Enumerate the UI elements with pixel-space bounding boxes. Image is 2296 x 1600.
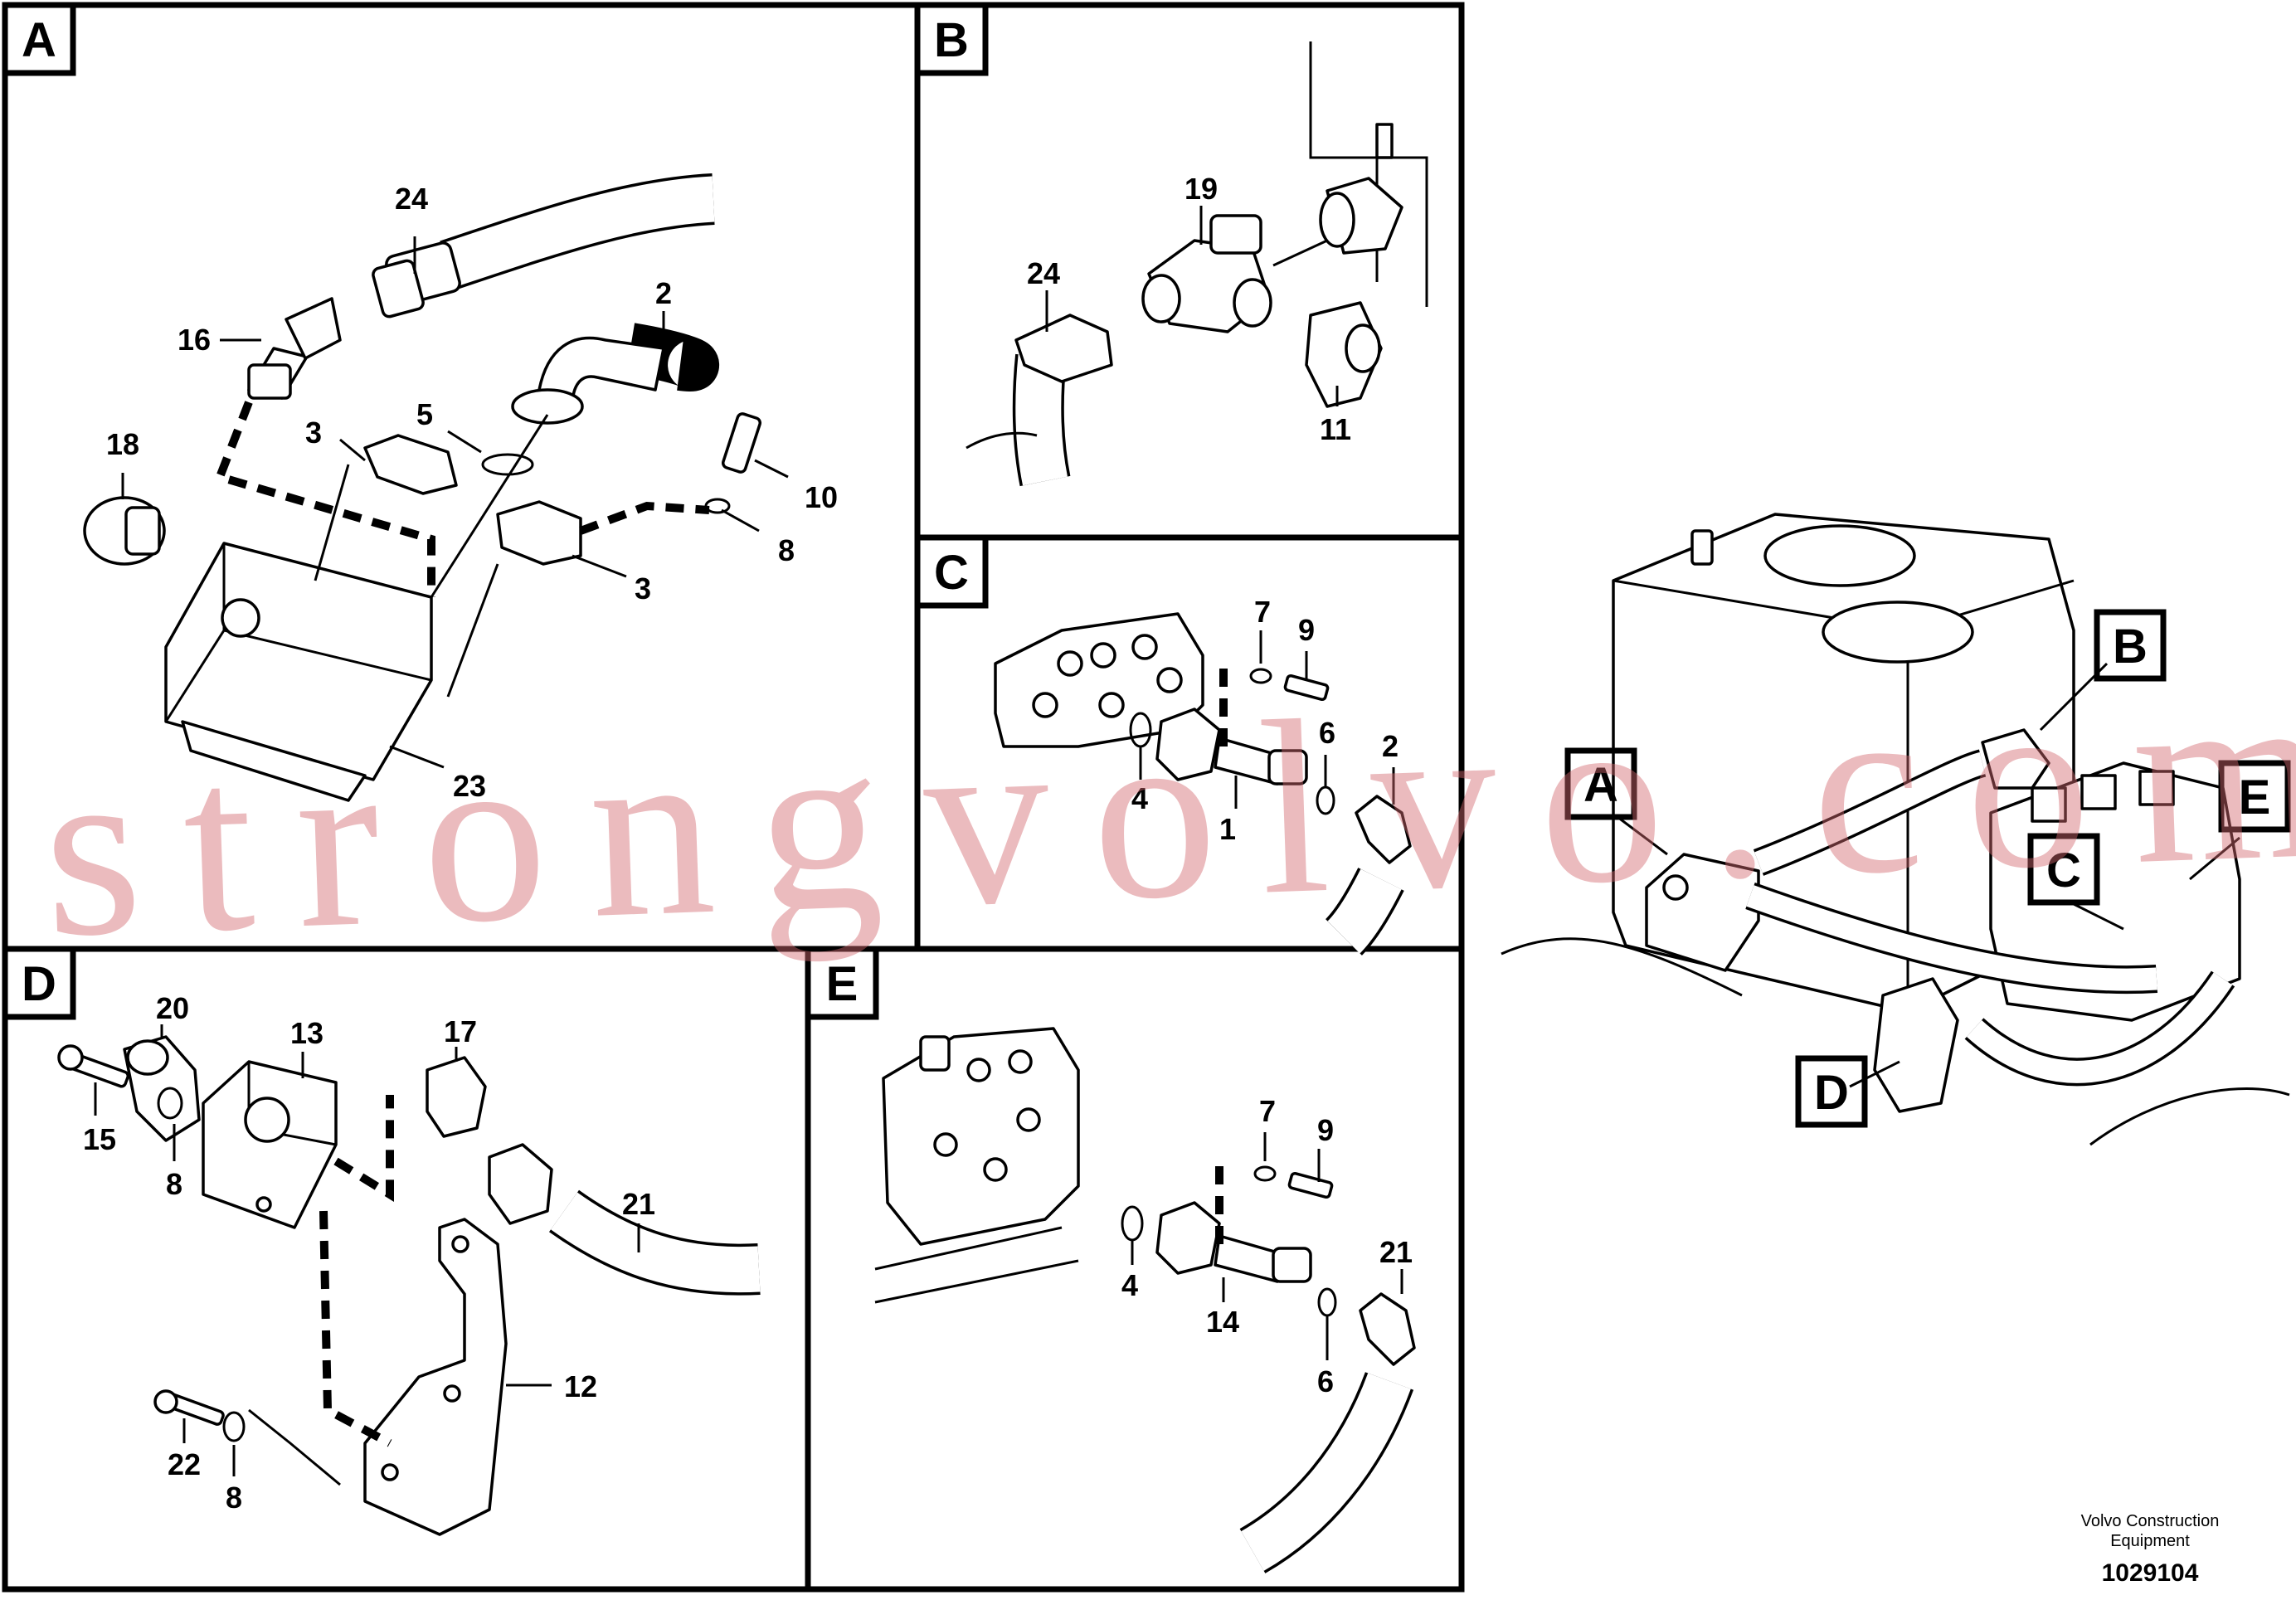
callout-14: 14 — [1206, 1305, 1239, 1339]
callout-18: 18 — [106, 427, 139, 461]
callout-3: 3 — [305, 416, 322, 450]
callout-6: 6 — [1319, 716, 1335, 750]
overview-tag-b: B — [2094, 609, 2167, 682]
callout-24: 24 — [395, 182, 428, 216]
callout-23: 23 — [453, 769, 486, 803]
panel-e-frame — [805, 946, 1465, 1593]
panel-d-letter: D — [22, 957, 56, 1011]
callout-2-c: 2 — [1382, 729, 1399, 763]
callout-21-e: 21 — [1379, 1235, 1413, 1269]
panel-frames — [2, 2, 1465, 1593]
callout-13: 13 — [290, 1016, 323, 1050]
callout-4: 4 — [1131, 781, 1148, 815]
panel-b-letter: B — [934, 13, 969, 67]
panel-a-drawing — [83, 173, 789, 802]
panel-b-tag: B — [914, 2, 989, 76]
callout-9-e: 9 — [1317, 1113, 1334, 1147]
callout-1: 1 — [1219, 812, 1236, 846]
overview-tags: A B C D E — [1564, 609, 2291, 1128]
callout-12: 12 — [564, 1369, 597, 1403]
callout-17: 17 — [444, 1014, 477, 1048]
overview-tag-d: D — [1795, 1055, 1868, 1128]
callout-8-d1: 8 — [166, 1167, 182, 1201]
svg-text:D: D — [1814, 1066, 1849, 1120]
panel-a-letter: A — [22, 13, 56, 67]
figure-number: 1029104 — [2102, 1559, 2199, 1587]
callout-3b: 3 — [635, 571, 651, 605]
panel-c-callouts: 7 9 6 2 4 1 — [1131, 595, 1399, 846]
panel-b-callouts: 19 24 11 — [1027, 172, 1351, 446]
callout-11: 11 — [1320, 412, 1351, 446]
panel-c-letter: C — [934, 546, 969, 600]
svg-text:C: C — [2046, 844, 2081, 897]
panel-e-letter: E — [826, 957, 859, 1011]
panel-a-tag: A — [2, 2, 76, 76]
panel-b-drawing — [966, 41, 1428, 487]
callout-5: 5 — [416, 397, 433, 431]
callout-20: 20 — [156, 991, 189, 1025]
panel-a-callouts: 24 16 2 18 3 5 10 8 3 23 — [106, 182, 838, 803]
footer-brand-line1: Volvo Construction — [2081, 1512, 2220, 1530]
overview-tag-c: C — [2027, 833, 2100, 906]
callout-7: 7 — [1254, 595, 1271, 629]
callout-8: 8 — [778, 533, 795, 567]
callout-15: 15 — [83, 1122, 116, 1156]
callout-21: 21 — [622, 1187, 655, 1221]
svg-text:B: B — [2113, 620, 2148, 674]
panel-c-tag: C — [914, 534, 989, 609]
callout-19: 19 — [1184, 172, 1218, 206]
panel-c-drawing — [994, 612, 1412, 956]
callout-4-e: 4 — [1121, 1268, 1138, 1302]
callout-24-b: 24 — [1027, 256, 1060, 290]
svg-text:E: E — [2239, 771, 2271, 824]
svg-text:A: A — [1583, 758, 1618, 812]
callout-16: 16 — [178, 323, 211, 357]
overview-tag-e: E — [2218, 760, 2291, 833]
callout-9: 9 — [1298, 613, 1315, 647]
callout-6-e: 6 — [1317, 1364, 1334, 1398]
footer: Volvo Construction Equipment 1029104 — [2081, 1512, 2220, 1587]
overview-tag-a: A — [1564, 747, 1637, 820]
callout-2: 2 — [655, 276, 672, 310]
panel-e-tag: E — [805, 946, 879, 1020]
panel-d-tag: D — [2, 946, 76, 1020]
panel-d-drawing — [57, 1024, 761, 1536]
callout-7-e: 7 — [1259, 1094, 1276, 1128]
callout-10: 10 — [805, 480, 838, 514]
panel-d-callouts: 20 13 17 21 15 8 12 22 8 — [83, 991, 655, 1515]
callout-8-d2: 8 — [226, 1481, 242, 1515]
callout-22: 22 — [168, 1447, 201, 1481]
panel-e-drawing — [874, 1027, 1416, 1573]
footer-brand-line2: Equipment — [2110, 1532, 2190, 1550]
overview-drawing — [1501, 513, 2290, 1146]
panel-e-callouts: 7 9 4 14 21 6 — [1121, 1094, 1413, 1398]
